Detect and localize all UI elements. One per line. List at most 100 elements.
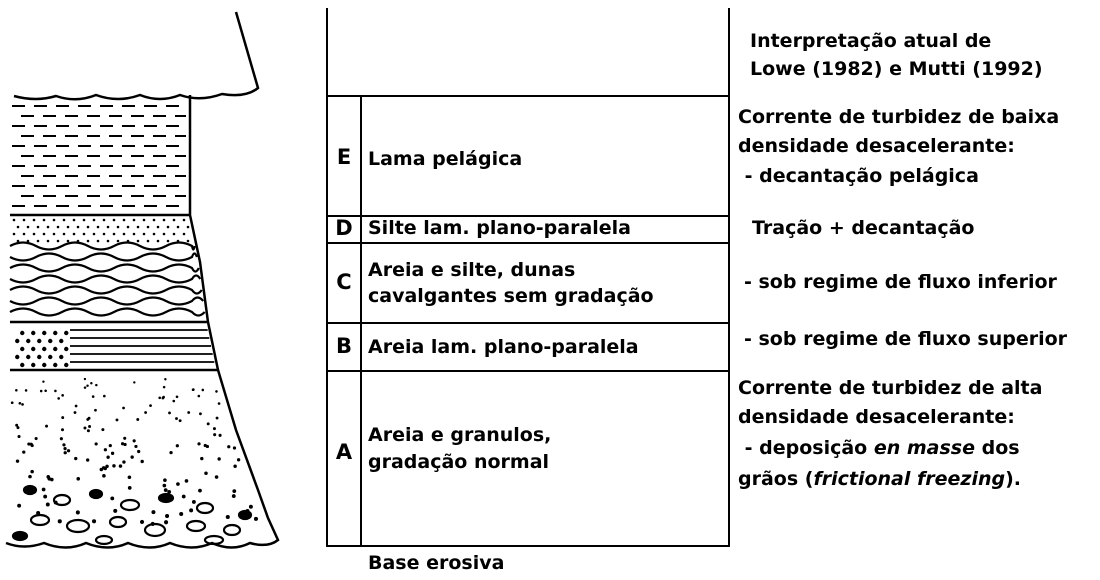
sand-grain <box>167 489 172 494</box>
low-density-interpretation-line1: Corrente de turbidez de baixa <box>738 106 1060 128</box>
sand-grain <box>44 389 47 393</box>
sand-grain <box>204 471 208 476</box>
silt-dot <box>32 232 36 236</box>
sand-grain <box>213 433 217 437</box>
lamination-dot <box>59 354 64 360</box>
gravel-pebble <box>29 513 51 527</box>
sand-grain <box>29 442 33 446</box>
sand-grain <box>39 389 43 393</box>
sand-grain <box>99 467 104 472</box>
sand-grain <box>115 418 119 422</box>
sand-grain <box>175 395 179 399</box>
sand-grain <box>192 388 195 391</box>
lamination-dot <box>31 362 36 368</box>
sand-grain <box>16 426 20 430</box>
sand-grain <box>63 446 67 451</box>
sand-grain <box>108 444 112 448</box>
sand-grain <box>215 416 219 420</box>
line4-text-italic: frictional freezing <box>813 468 1006 490</box>
sand-grain <box>163 488 168 492</box>
gravel-pattern <box>11 484 253 546</box>
silt-dot <box>66 225 70 229</box>
silt-dot <box>86 239 90 243</box>
ripple-line <box>9 252 198 262</box>
sand-grain <box>24 389 28 392</box>
gravel-pebble <box>119 498 141 512</box>
gravel-pebble <box>185 519 207 533</box>
sand-grain <box>61 416 65 420</box>
sand-grain <box>163 520 169 525</box>
ripple-line <box>9 274 202 284</box>
sand-grain <box>184 479 189 483</box>
gravel-pebble <box>11 530 29 542</box>
sand-grain <box>134 444 138 449</box>
sand-grain <box>122 406 125 410</box>
sand-grain <box>120 442 125 446</box>
silt-dot <box>176 225 180 229</box>
gravel-pebble <box>203 534 225 546</box>
division-c-description-line1: Areia e silte, dunas <box>368 259 576 281</box>
high-density-interpretation-line2: densidade desacelerante: <box>738 406 1015 428</box>
silt-dot <box>96 239 100 243</box>
sand-grain <box>127 486 132 490</box>
division-letter-a: A <box>335 440 353 464</box>
sand-grain <box>45 502 50 507</box>
sand-grain <box>144 411 148 414</box>
ripple-line <box>9 241 196 251</box>
sand-grain <box>175 444 179 448</box>
silt-dot <box>132 218 136 222</box>
silt-dot <box>136 225 140 229</box>
sand-grain <box>91 519 97 524</box>
lamination-dot <box>20 362 25 368</box>
interpretation-header-line2: Lowe (1982) e Mutti (1992) <box>750 58 1043 80</box>
silt-dot <box>82 218 86 222</box>
silt-dot <box>26 225 30 229</box>
row-divider-c-top <box>326 242 730 244</box>
ripple-line <box>9 285 203 295</box>
sand-grain <box>231 494 236 499</box>
sand-grain <box>34 436 38 441</box>
silt-dot <box>72 218 76 222</box>
sand-grain <box>179 511 184 516</box>
sand-grain <box>86 429 90 433</box>
row-divider-a-top <box>326 370 730 372</box>
letter-column-divider <box>360 95 362 546</box>
sand-grain <box>123 442 127 447</box>
silt-dot <box>152 232 156 236</box>
silt-dot <box>16 225 20 229</box>
line3-text-italic: en masse <box>873 437 975 459</box>
silt-dot <box>146 225 150 229</box>
division-e-description: Lama pelágica <box>368 148 523 170</box>
sand-grain <box>46 475 51 479</box>
gravel-pebble <box>108 515 128 529</box>
silt-dot <box>76 225 80 229</box>
silt-dot <box>172 218 176 222</box>
sand-grain <box>201 388 205 392</box>
sand-grain <box>113 508 118 513</box>
gravel-pebble <box>222 523 242 537</box>
bouma-sequence-column-drawing <box>5 11 280 549</box>
sand-grain <box>22 450 26 454</box>
sand-grain <box>102 474 106 478</box>
sand-grain <box>85 458 90 462</box>
sand-grain <box>151 510 156 515</box>
silt-dot <box>146 239 150 243</box>
sand-grain <box>15 423 19 427</box>
lamination-dot <box>42 362 47 368</box>
silt-dot <box>32 218 36 222</box>
sand-grain <box>253 516 259 521</box>
sand-grain <box>181 494 186 499</box>
sand-grain <box>106 455 110 459</box>
silt-dot <box>56 239 60 243</box>
lamination-dot <box>26 338 31 344</box>
division-d-description: Silte lam. plano-paralela <box>368 217 632 239</box>
sand-grain <box>74 404 78 408</box>
sand-grain <box>215 390 218 393</box>
silt-dot <box>122 218 126 222</box>
division-letter-c: C <box>336 270 352 294</box>
gravel-pebble <box>52 493 72 507</box>
line4-text-post: ). <box>1005 468 1022 490</box>
lamination-dot <box>31 346 36 352</box>
silt-dot <box>66 239 70 243</box>
silt-dot <box>106 239 110 243</box>
